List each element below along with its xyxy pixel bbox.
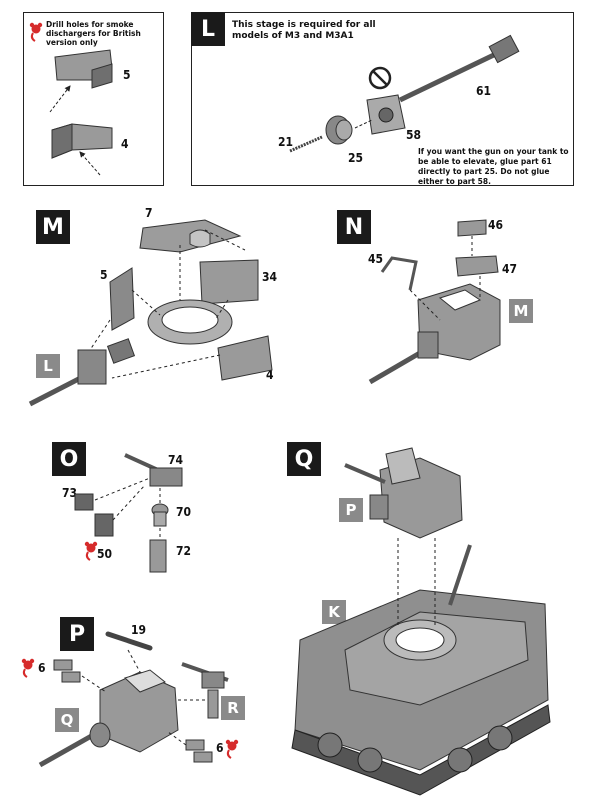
part-label-21: 21: [278, 135, 294, 149]
step-m-badge: M: [36, 210, 70, 244]
step-l-tip: If you want the gun on your tank to be a…: [418, 147, 569, 186]
turret-assembled-p: [38, 669, 179, 768]
turret-side-part-34: [199, 259, 259, 305]
handle-part-45: [380, 256, 418, 291]
smoke-panel-part-5: [49, 49, 113, 113]
part-label-46: 46: [488, 218, 504, 232]
part-label-6-right: 6: [216, 741, 224, 755]
assembly-guide-lines-q: [397, 538, 436, 625]
step-q-badge: Q: [287, 442, 321, 476]
part-label-5-top: 5: [123, 68, 131, 82]
part-label-7: 7: [145, 206, 153, 220]
ref-badge-q: Q: [55, 708, 79, 732]
ammo-box-part-73b: [94, 513, 114, 537]
mouse-callout-icon: [28, 21, 44, 42]
ref-badge-r: R: [221, 696, 245, 720]
mouse-callout-icon-p-right: [224, 738, 240, 759]
gun-assembly-l: [28, 338, 136, 407]
gun-mount-part-25: [325, 115, 353, 145]
part-label-19: 19: [131, 623, 147, 637]
part-label-47: 47: [502, 262, 518, 276]
machine-gun-part-74: [124, 453, 183, 487]
part-label-50: 50: [97, 547, 113, 561]
ref-badge-p: P: [339, 498, 363, 522]
mouse-callout-icon-50: [83, 540, 99, 561]
part-label-61: 61: [476, 84, 492, 98]
ref-badge-l: L: [36, 354, 60, 378]
no-glue-icon: [368, 66, 392, 90]
assembly-guide-line: [354, 119, 373, 129]
ref-badge-m: M: [509, 299, 533, 323]
turret-assembled-q: [344, 447, 463, 539]
part-label-45: 45: [368, 252, 384, 266]
drill-holes-note: Drill holes for smoke dischargers for Br…: [46, 20, 141, 47]
part-label-4-top: 4: [121, 137, 129, 151]
assembly-guide-lines-p: [81, 649, 205, 746]
part-label-34: 34: [262, 270, 278, 284]
drill-holes-panel: [23, 12, 164, 186]
part-label-5: 5: [100, 268, 108, 282]
part-label-74: 74: [168, 453, 184, 467]
turret-side-part-5: [109, 267, 135, 331]
smoke-discharger-part-6-right: [185, 739, 213, 763]
part-label-4: 4: [266, 368, 274, 382]
tank-tracks: [291, 704, 551, 796]
smoke-panel-part-4: [51, 123, 113, 176]
pintle-part-72: [149, 539, 167, 573]
part-label-73: 73: [62, 486, 78, 500]
part-label-72: 72: [176, 544, 192, 558]
mouse-callout-icon-p-left: [20, 657, 36, 678]
smoke-discharger-part-6-left: [53, 659, 81, 683]
ammo-box-part-73: [74, 493, 94, 511]
step-l-badge: L: [191, 12, 225, 46]
step-n-badge: N: [337, 210, 371, 244]
gun-barrel-part-61: [398, 34, 520, 103]
pin-part-21: [289, 135, 323, 153]
tank-hull-k: [294, 544, 549, 771]
hatch-part-47: [455, 255, 499, 277]
turret-assembled-n: [368, 283, 501, 385]
assembly-guide-lines-o: [94, 477, 161, 540]
step-o-badge: O: [52, 442, 86, 476]
antenna-part-19: [105, 631, 153, 651]
step-p-badge: P: [60, 617, 94, 651]
part-label-70: 70: [176, 505, 192, 519]
part-label-6-left: 6: [38, 661, 46, 675]
part-label-58: 58: [406, 128, 422, 142]
hatch-part-46: [457, 219, 487, 237]
step-l-note: This stage is required for all models of…: [232, 20, 376, 41]
turret-ring-part-8: [147, 299, 233, 345]
turret-roof-part-7: [139, 219, 242, 253]
machine-gun-assembly-r: [181, 662, 229, 719]
mantlet-part-58: [366, 94, 406, 135]
assembly-guide-lines-n: [409, 236, 481, 321]
turret-front-part-4: [217, 335, 273, 381]
ref-badge-k: K: [322, 600, 346, 624]
part-label-25: 25: [348, 151, 364, 165]
mount-part-70: [151, 503, 169, 527]
assembly-guide-lines-m: [89, 229, 246, 379]
